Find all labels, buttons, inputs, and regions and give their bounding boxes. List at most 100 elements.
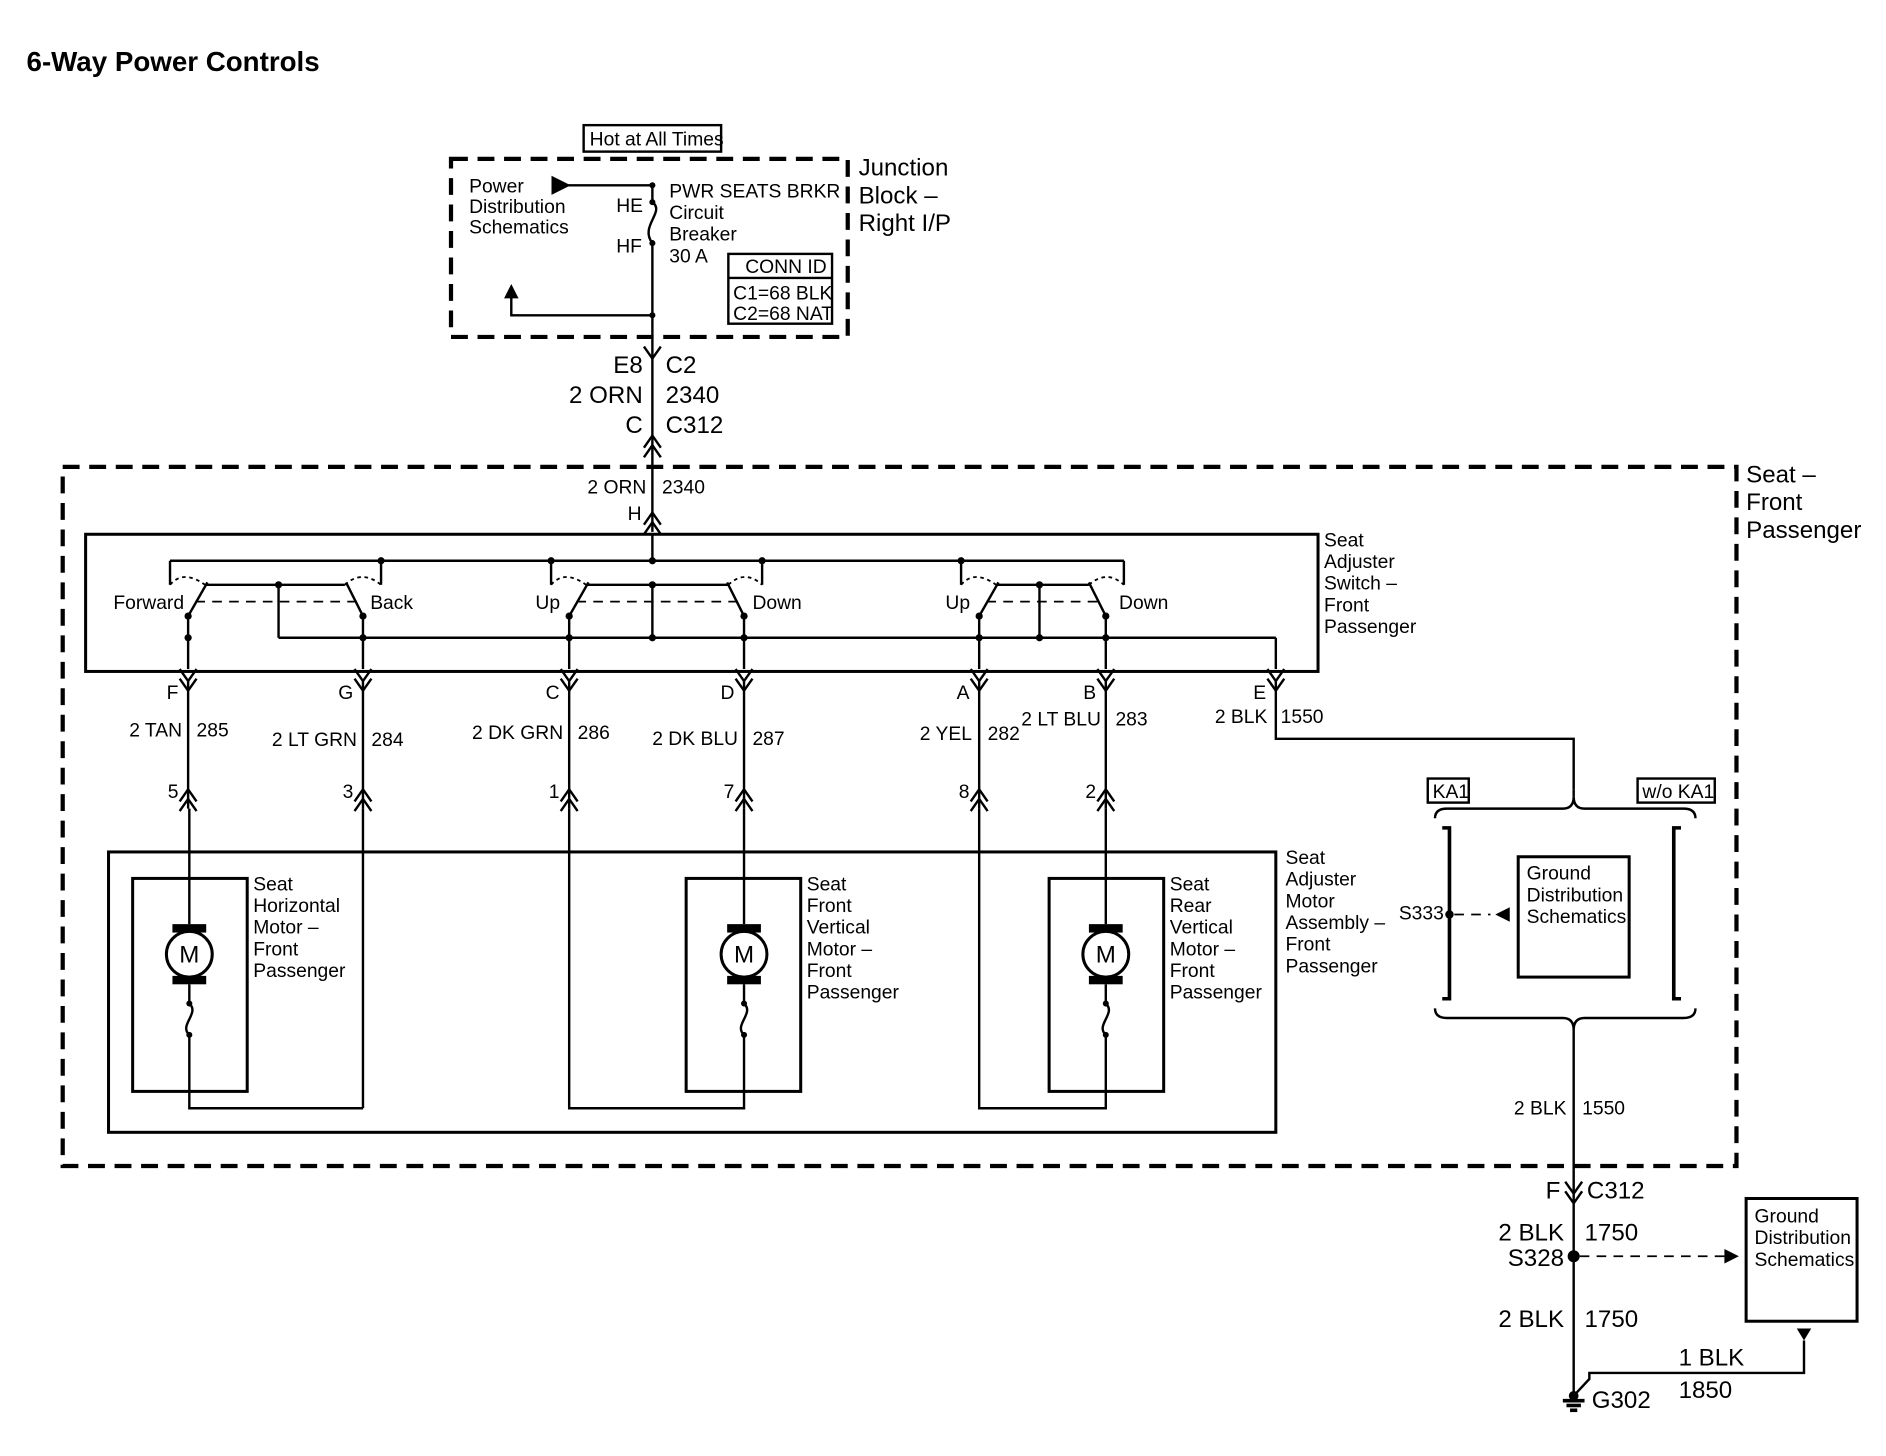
lower-wire-2blk: 2 BLK	[1514, 1098, 1567, 1119]
wire-color-label: 2 LT GRN	[272, 730, 357, 751]
circuit-number-label: 287	[752, 729, 784, 750]
motor-3-line-1: Seat	[1170, 874, 1210, 895]
splice-s333-label: S333	[1399, 903, 1444, 924]
motor-connector-icon	[734, 787, 754, 812]
junction-block-name: Junction Block – Right I/P	[859, 155, 951, 237]
ka1-label: KA1	[1433, 782, 1469, 803]
switch-pin-label: G	[338, 683, 353, 704]
ground-g302-label: G302	[1592, 1387, 1651, 1414]
pin-wire-group-e: E 2 BLK 1550	[1215, 668, 1324, 728]
circuit-number-label: 1550	[1281, 707, 1324, 728]
motor-2-line-2: Front	[807, 896, 853, 917]
switch-label-rear-down: Down	[1119, 593, 1168, 614]
option-ground-schematics-line-3: Schematics	[1527, 907, 1627, 928]
switch-pin-label: E	[1253, 683, 1266, 704]
switch-name-line-2: Adjuster	[1324, 552, 1395, 573]
feed-right-line-3: C312	[666, 412, 724, 439]
lower-circuit-1750a: 1750	[1585, 1220, 1639, 1247]
ground-option-block: KA1 w/o KA1 S333 Ground Distribution Sch…	[1399, 777, 1716, 1031]
motor-pin-label: 8	[959, 782, 970, 803]
motor-1-line-3: Motor –	[253, 918, 319, 939]
pin-e-ground-wire	[1274, 681, 1575, 790]
power-distribution-line-1: Power	[469, 177, 524, 198]
motor-connector-icon	[559, 787, 579, 812]
thermal-breaker-icon	[1101, 1002, 1111, 1036]
circuit-number-label: 285	[197, 720, 229, 741]
ground-schematics-line-3: Schematics	[1755, 1250, 1855, 1271]
feed-left-line-3: C	[625, 412, 642, 439]
ground-schematics-box	[1744, 1196, 1859, 1323]
wire-color-label: 2 BLK	[1215, 707, 1268, 728]
motor-assembly-line-2: Adjuster	[1285, 870, 1356, 891]
switch-pin-label: A	[957, 683, 970, 704]
conn-id-box	[727, 252, 834, 325]
lower-circuit-1750b: 1750	[1585, 1306, 1639, 1333]
feed-connector-h-icon	[642, 510, 662, 535]
feed-left-line-1: E8	[613, 352, 642, 379]
lower-conn-pin: F	[1546, 1178, 1561, 1205]
s333-arrow-icon	[1495, 907, 1510, 922]
circuit-number-label: 286	[578, 723, 610, 744]
feed-left-line-2: 2 ORN	[569, 382, 643, 409]
motor-assembly-name: Seat Adjuster Motor Assembly – Front Pas…	[1285, 848, 1385, 977]
hot-at-all-times-label: Hot at All Times	[590, 130, 724, 151]
feed-connector-c2-icon	[642, 345, 662, 361]
switch-pin-label: F	[167, 683, 179, 704]
wire-color-label: 2 LT BLU	[1021, 710, 1101, 731]
splice-s328-label: S328	[1508, 1245, 1564, 1272]
motor-assembly-line-1: Seat	[1285, 848, 1325, 869]
junction-block-name-line-3: Right I/P	[859, 210, 951, 237]
motor-connector-icon	[178, 787, 198, 812]
diagram-title: 6-Way Power Controls	[27, 46, 320, 77]
motor-1-symbol: M	[179, 942, 199, 969]
breaker-label-line-4: 30 A	[669, 246, 708, 267]
inner-feed-circuit: 2340	[662, 477, 705, 498]
power-distribution-line-3: Schematics	[469, 217, 569, 238]
motor-1-line-2: Horizontal	[253, 896, 340, 917]
ground-arrow-down-icon	[1796, 1328, 1812, 1341]
motor-2-symbol: M	[734, 942, 754, 969]
c312-connector-icon	[1564, 1180, 1584, 1206]
lower-wire-1blk: 1 BLK	[1679, 1345, 1745, 1372]
motor-2-line-1: Seat	[807, 874, 847, 895]
motor-3-line-4: Motor –	[1170, 939, 1236, 960]
motor-icon	[164, 929, 214, 979]
switch-pin-label: D	[720, 683, 734, 704]
motor-pin-label: 2	[1085, 782, 1096, 803]
power-distribution-line-2: Distribution	[469, 197, 565, 218]
switch-label-back: Back	[370, 593, 413, 614]
inner-feed-wire: 2 ORN	[587, 477, 646, 498]
motor-3-symbol: M	[1096, 942, 1116, 969]
switch-name-line-4: Front	[1324, 595, 1370, 616]
lower-wire-1750a: 2 BLK	[1498, 1220, 1564, 1247]
lower-conn: C312	[1587, 1178, 1645, 1205]
motor-1-line-1: Seat	[253, 874, 293, 895]
motor-3-line-5: Front	[1170, 961, 1216, 982]
motor-connector-icon	[1096, 787, 1116, 812]
breaker-label-line-1: PWR SEATS BRKR	[669, 181, 840, 202]
ground-schematics-line-1: Ground	[1755, 1207, 1819, 1228]
bus-return-wire	[510, 296, 653, 317]
breaker-label-line-2: Circuit	[669, 203, 724, 224]
ka1-label-box	[1426, 777, 1470, 804]
feed-right-line-2: 2340	[666, 382, 720, 409]
switch-label-rear-up: Up	[945, 593, 970, 614]
switch-name-line-3: Switch –	[1324, 574, 1397, 595]
pin-he-label: HE	[616, 196, 643, 217]
seat-front-passenger-border	[60, 464, 1739, 1169]
switch-pin-label: B	[1083, 683, 1096, 704]
option-bottom-brace	[1433, 1008, 1697, 1031]
motor-assembly-line-4: Assembly –	[1285, 913, 1385, 934]
motor-assembly-line-5: Front	[1285, 935, 1331, 956]
motor-3-line-2: Rear	[1170, 896, 1212, 917]
motor-pin-label: 3	[343, 782, 354, 803]
junction-block-name-line-2: Block –	[859, 182, 939, 209]
forward-back-switch-icon	[169, 576, 382, 670]
